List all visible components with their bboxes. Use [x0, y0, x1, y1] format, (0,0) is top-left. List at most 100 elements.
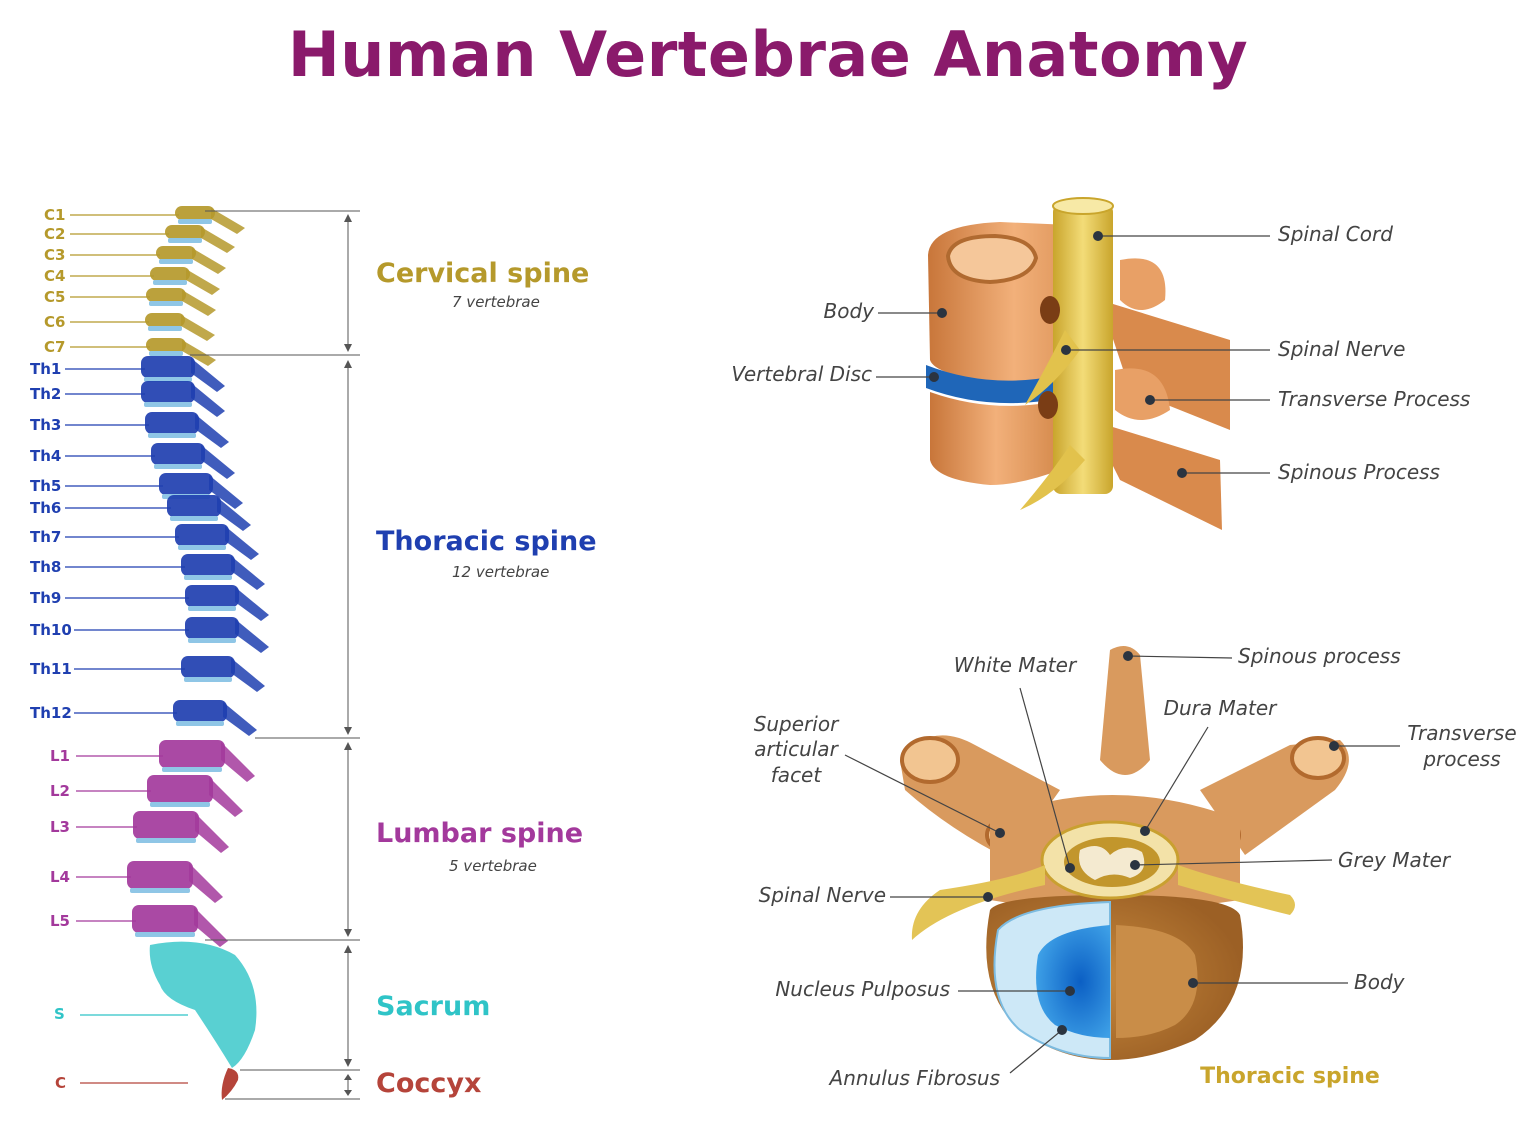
- spine-label-l3: L3: [50, 818, 70, 836]
- spine-label-c5: C5: [44, 288, 65, 306]
- top-view-dots: [983, 651, 1339, 1035]
- disc-th10: [188, 638, 236, 643]
- vertebra-l3: [133, 811, 199, 839]
- vertebra-c7: [146, 338, 186, 352]
- nucleus-pulposus-label: Nucleus Pulposus: [775, 977, 950, 1001]
- thoracic-caption: Thoracic spine: [1200, 1064, 1380, 1089]
- vertebra-th1: [141, 356, 195, 378]
- vertebra-c5: [146, 288, 186, 302]
- lumbar-spine-label: Lumbar spine: [376, 818, 583, 849]
- spine-label-c3: C3: [44, 246, 65, 264]
- process-th10: [235, 619, 269, 653]
- spinous-process-label: Spinous Process: [1278, 460, 1440, 484]
- vertebra-th9: [185, 585, 239, 607]
- process-th1: [191, 358, 225, 392]
- process-th6: [217, 497, 251, 531]
- vertebra-th11: [181, 656, 235, 678]
- thoracic-spine-label: Thoracic spine: [376, 526, 597, 557]
- spine-label-th12: Th12: [30, 704, 72, 722]
- superior-articular-facet-line3: facet: [771, 763, 823, 787]
- vertebra-c3: [156, 246, 196, 260]
- vertebra-th10: [185, 617, 239, 639]
- spine-label-c1: C1: [44, 206, 65, 224]
- disc-th12: [176, 721, 224, 726]
- process-th4: [201, 445, 235, 479]
- vertebra-l4: [127, 861, 193, 889]
- superior-articular-facet-line1: Superior: [754, 712, 840, 736]
- spinous-process-top-label: Spinous process: [1238, 644, 1401, 668]
- disc-c2: [168, 238, 202, 243]
- process-c6: [181, 315, 215, 341]
- process-c1: [211, 208, 245, 234]
- disc-l4: [130, 888, 190, 893]
- vertebra-th6: [167, 495, 221, 517]
- process-th9: [235, 587, 269, 621]
- coccyx-bone: [221, 1068, 239, 1100]
- process-c7: [182, 340, 216, 366]
- spine-label-th10: Th10: [30, 621, 72, 639]
- side-view-leaders: [876, 235, 1270, 474]
- process-c3: [192, 248, 226, 274]
- spine-label-th2: Th2: [30, 385, 61, 403]
- process-th7: [225, 526, 259, 560]
- coccyx-label: Coccyx: [376, 1068, 481, 1099]
- spine-label-th6: Th6: [30, 499, 61, 517]
- vertebra-c1: [175, 206, 215, 220]
- process-th12: [223, 702, 257, 736]
- disc-c3: [159, 259, 193, 264]
- spine-label-th11: Th11: [30, 660, 72, 678]
- spine-label-l5: L5: [50, 912, 70, 930]
- disc-c4: [153, 280, 187, 285]
- process-th2: [191, 383, 225, 417]
- cervical-spine-label: Cervical spine: [376, 258, 589, 289]
- transverse-process-top-line1: Transverse: [1407, 721, 1516, 745]
- process-l3: [195, 813, 229, 853]
- sacrum-label: Sacrum: [376, 991, 490, 1022]
- process-l5: [194, 907, 228, 947]
- vertebra-th5: [159, 473, 213, 495]
- spinal-cord-label: Spinal Cord: [1278, 222, 1393, 246]
- lumbar-count: 5 vertebrae: [449, 857, 537, 875]
- vertebra-side-view: [926, 197, 1230, 530]
- spine-label-th9: Th9: [30, 589, 61, 607]
- body-top-label: Body: [1354, 970, 1406, 994]
- process-th5: [209, 475, 243, 509]
- annulus-fibrosus-label: Annulus Fibrosus: [828, 1066, 1000, 1090]
- spine-label-c4: C4: [44, 267, 65, 285]
- disc-th6: [170, 516, 218, 521]
- disc-th9: [188, 606, 236, 611]
- disc-c7: [149, 351, 183, 356]
- top-view-leaders: [844, 655, 1400, 1074]
- spine-label-c6: C6: [44, 313, 65, 331]
- disc-l3: [136, 838, 196, 843]
- spine-label-th7: Th7: [30, 528, 61, 546]
- bracket-arrowheads: [344, 214, 352, 1096]
- disc-l5: [135, 932, 195, 937]
- vertebra-top-view: [900, 646, 1349, 1060]
- disc-c5: [149, 301, 183, 306]
- process-c2: [201, 227, 235, 253]
- disc-th7: [178, 545, 226, 550]
- vertebra-th2: [141, 381, 195, 403]
- dura-mater-label: Dura Mater: [1164, 696, 1279, 720]
- vertebra-th4: [151, 443, 205, 465]
- page-title: Human Vertebrae Anatomy: [287, 18, 1249, 91]
- disc-th11: [184, 677, 232, 682]
- vertebra-c2: [165, 225, 205, 239]
- spine-label-th3: Th3: [30, 416, 61, 434]
- process-th3: [195, 414, 229, 448]
- vertebra-l5: [132, 905, 198, 933]
- sacrum-bone: [149, 941, 257, 1068]
- spinal-nerve-label: Spinal Nerve: [1278, 337, 1405, 361]
- disc-th1: [144, 377, 192, 382]
- vertebra-c4: [150, 267, 190, 281]
- region-brackets: [190, 210, 360, 1100]
- disc-l2: [150, 802, 210, 807]
- vertebra-c6: [145, 313, 185, 327]
- spine-label-th1: Th1: [30, 360, 61, 378]
- white-mater-label: White Mater: [954, 653, 1078, 677]
- side-view-dots: [929, 231, 1187, 478]
- process-th8: [231, 556, 265, 590]
- spine-label-s: S: [54, 1005, 65, 1023]
